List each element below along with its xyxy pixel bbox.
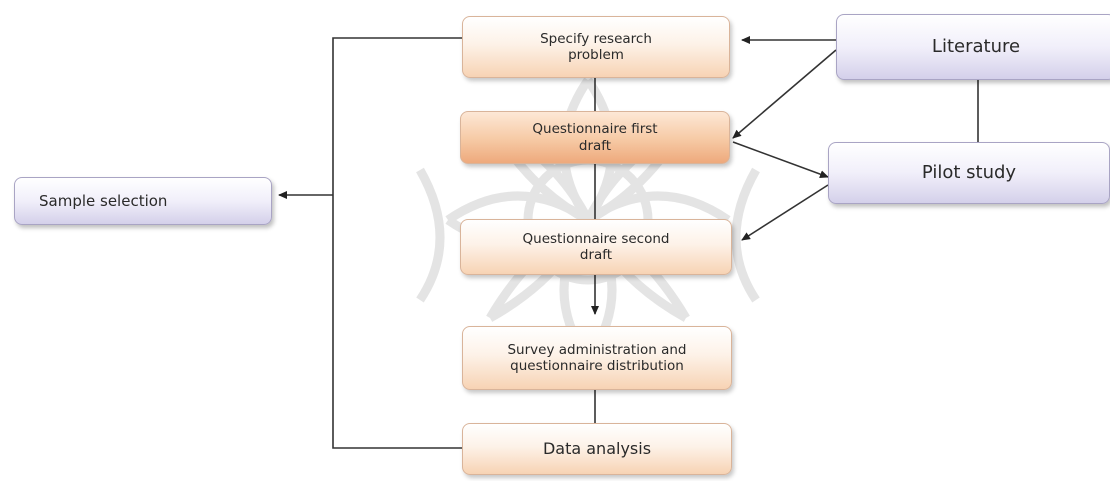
node-label: Questionnaire first draft: [532, 121, 658, 154]
first-to-pilot: [732, 141, 829, 178]
node-label: Data analysis: [542, 439, 652, 459]
node-label: Literature: [931, 36, 1021, 58]
node-data-analysis: Data analysis: [462, 423, 732, 475]
feedback-bracket: [332, 37, 462, 449]
node-questionnaire-second-draft: Questionnaire second draft: [460, 219, 732, 275]
node-survey-administration: Survey administration and questionnaire …: [462, 326, 732, 390]
node-label: Survey administration and questionnaire …: [507, 341, 687, 374]
node-label: Pilot study: [921, 162, 1017, 184]
pilot-to-second: [741, 184, 829, 241]
node-label: Questionnaire second draft: [522, 230, 670, 263]
node-label: Specify research problem: [540, 30, 652, 63]
node-questionnaire-first-draft: Questionnaire first draft: [460, 111, 730, 164]
node-specify-research-problem: Specify research problem: [462, 16, 730, 78]
node-pilot-study: Pilot study: [828, 142, 1110, 204]
literature-to-first: [732, 49, 837, 139]
node-label: Sample selection: [39, 192, 168, 210]
node-sample-selection: Sample selection: [14, 177, 272, 225]
node-literature: Literature: [836, 14, 1110, 80]
